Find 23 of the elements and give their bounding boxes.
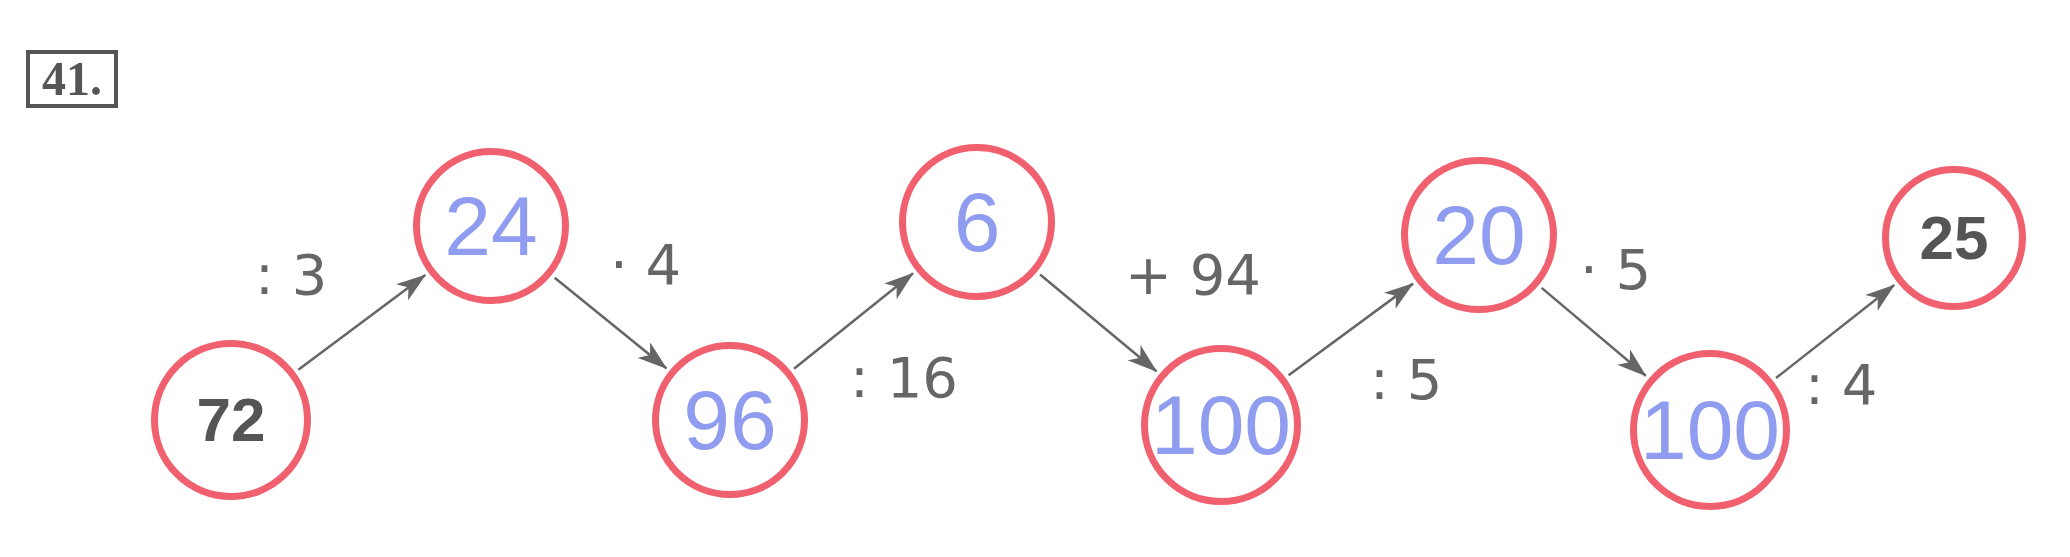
arrow xyxy=(1540,286,1647,377)
number-text: 20 xyxy=(1432,193,1526,277)
arrow xyxy=(1775,284,1896,380)
number-text: 100 xyxy=(1639,388,1781,472)
edge-label: : 4 xyxy=(1805,357,1878,413)
arrow xyxy=(553,276,668,370)
edge-label: : 3 xyxy=(255,247,328,303)
arrow xyxy=(1039,273,1158,373)
number-text: 6 xyxy=(953,180,1001,264)
edge-label: · 5 xyxy=(1580,242,1652,298)
edge-label: + 94 xyxy=(1125,247,1261,303)
arrow xyxy=(793,272,914,370)
number-text: 25 xyxy=(1919,207,1989,269)
arrow xyxy=(297,274,427,371)
number-text: 72 xyxy=(196,389,266,451)
edge-label: : 16 xyxy=(850,350,958,406)
number-text: 24 xyxy=(444,184,538,268)
exercise-number: 41. xyxy=(26,50,118,108)
number-text: 100 xyxy=(1150,383,1292,467)
number-text: 96 xyxy=(683,378,777,462)
edge-label: : 5 xyxy=(1370,352,1443,408)
edge-label: · 4 xyxy=(610,237,682,293)
arrow xyxy=(1287,282,1414,377)
